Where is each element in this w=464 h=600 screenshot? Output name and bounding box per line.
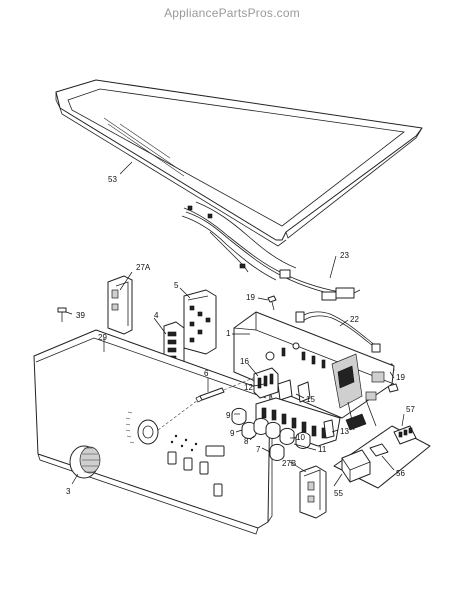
callout-23: 23 [340, 251, 349, 260]
callout-box-parts-55-56-57 [333, 399, 431, 489]
callout-12: 12 [244, 383, 253, 392]
board-part-5 [183, 289, 217, 355]
callout-27a: 27A [136, 263, 151, 272]
clip-part-13 [323, 419, 335, 439]
callout-5: 5 [174, 281, 179, 290]
wire-harness-part-23 [181, 201, 361, 301]
callout-10: 10 [296, 433, 305, 442]
callout-55: 55 [334, 489, 343, 498]
callout-9-upper: 9 [226, 411, 231, 420]
callout-7: 7 [256, 445, 261, 454]
watermark: AppliancePartsPros.com [164, 6, 300, 20]
console-panel-part-29 [33, 329, 273, 535]
callout-6: 6 [204, 369, 209, 378]
callout-19-right: 19 [396, 373, 405, 382]
callout-39: 39 [76, 311, 85, 320]
cable-part-22 [295, 311, 381, 353]
callout-53: 53 [108, 175, 117, 184]
callout-11: 11 [318, 445, 327, 454]
screw-part-39 [57, 307, 67, 322]
control-housing-part-1 [233, 311, 395, 419]
callout-9-lower: 9 [230, 429, 235, 438]
switch-assembly-part-16 [253, 367, 311, 403]
leader-lines [65, 161, 405, 487]
shaft-part-6 [157, 375, 259, 431]
callout-8: 8 [244, 437, 249, 446]
top-lid-part-53 [55, 79, 423, 247]
callout-29: 29 [98, 333, 107, 342]
callout-22: 22 [350, 315, 359, 324]
callout-4: 4 [154, 311, 159, 320]
callout-13: 13 [340, 427, 349, 436]
callout-1: 1 [226, 329, 231, 338]
callout-27b: 27B [282, 459, 296, 468]
dial-knob-part-3 [69, 445, 101, 479]
bracket-part-27b [299, 465, 327, 519]
callout-57: 57 [406, 405, 415, 414]
callout-16: 16 [240, 357, 249, 366]
callout-19-top: 19 [246, 293, 255, 302]
bracket-part-27a [107, 275, 133, 335]
callout-56: 56 [396, 469, 405, 478]
callout-15: 15 [306, 395, 315, 404]
callout-3: 3 [66, 487, 71, 496]
buttons-parts-7-to-11 [231, 407, 311, 461]
